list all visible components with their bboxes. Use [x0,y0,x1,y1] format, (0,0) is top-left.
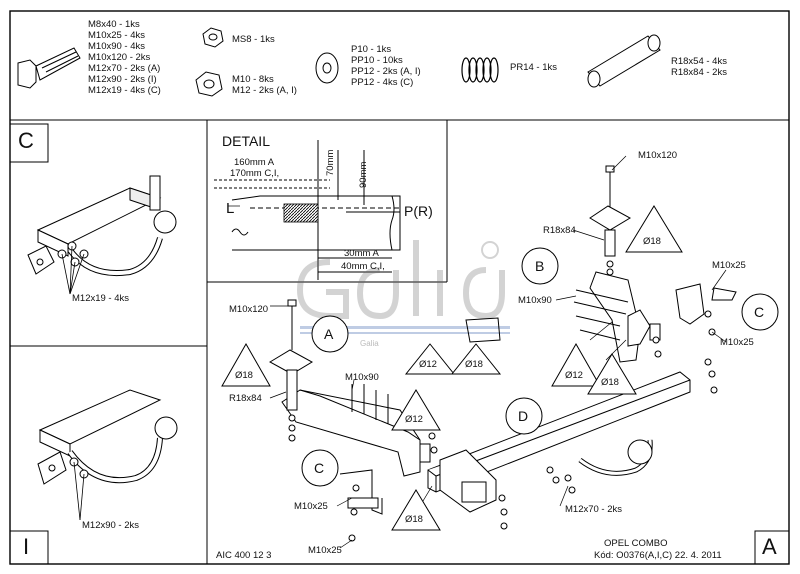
watermark-bars [300,326,510,334]
label-d18: Ø18 [601,377,619,388]
sheet-letter: A [762,534,777,559]
variant-c-bolt-label: M12x19 - 4ks [72,293,130,304]
bolt-item: M12x70 - 2ks (A) [88,63,161,74]
variant-c-drawing [27,175,177,276]
washer-item: P10 - 1ks [351,44,392,55]
car-model: OPEL COMBO [604,538,668,549]
detail-title: DETAIL [222,133,270,149]
label-d12: Ø12 [405,414,423,425]
label-m10x25-c1: M10x25 [294,501,328,512]
washer-item: PP12 - 2ks (A, I) [351,66,421,77]
bolt-item: M12x90 - 2ks (I) [88,74,157,85]
bolt-list: M8x40 - 1ks M10x25 - 4ks M10x90 - 4ks M1… [88,19,161,96]
label-d18: Ø18 [643,236,661,247]
variant-i-bolt-label: M12x90 - 2ks [82,520,140,531]
label-m10x120-left: M10x120 [229,304,269,315]
bolt-item: M8x40 - 1ks [88,19,140,30]
variant-c-letter: C [18,128,34,153]
label-d12: Ø12 [419,359,437,370]
drawing-code: AIC 400 12 3 [216,550,272,561]
tube-item: R18x54 - 4ks [671,56,727,67]
washer-item: PP12 - 4ks (C) [351,77,414,88]
label-m10x90-right: M10x90 [518,295,552,306]
nut-item: M10 - 8ks [232,74,274,85]
label-r18x84-right: R18x84 [543,225,576,236]
diameter-triangles [221,205,683,531]
bolt-item: M10x25 - 4ks [88,30,146,41]
label-d18: Ø18 [465,359,483,370]
detail-dim-90: 90mm [358,161,369,188]
spring-icon [461,57,499,83]
label-m12x70: M12x70 - 2ks [565,504,623,515]
nut-item: M12 - 2ks (A, I) [232,85,297,96]
label-m10x25-c2: M10x25 [308,545,342,556]
spring-label: PR14 - 1ks [510,62,557,73]
galia-watermark [296,240,505,320]
washer-item: PP10 - 10ks [351,55,403,66]
variant-i-letter: I [23,534,30,559]
nut-ms8-label: MS8 - 1ks [232,34,275,45]
callout-c-left: C [314,460,325,476]
callout-d: D [518,408,529,424]
nut-ms8-icon [202,27,224,48]
outer-frame [9,10,790,565]
callout-a: A [324,326,334,342]
callout-b: B [535,258,545,274]
detail-dim-40: 40mm C,I, [341,261,385,272]
brand-text: Galia [360,339,379,348]
washer-list: P10 - 1ks PP10 - 10ks PP12 - 2ks (A, I) … [351,44,421,88]
bolt-item: M12x19 - 4ks (C) [88,85,161,96]
label-r18x84-left: R18x84 [229,393,262,404]
detail-dim-30: 30mm A [344,248,379,259]
detail-dim-70: 70mm [325,149,336,176]
label-m10x90-left: M10x90 [345,372,379,383]
tube-icon [587,34,661,88]
label-m10x25-right: M10x25 [720,337,754,348]
label-d12: Ø12 [565,370,583,381]
tube-list: R18x54 - 4ks R18x84 - 2ks [671,56,727,78]
label-m10x25-top: M10x25 [712,260,746,271]
label-m10x120-right: M10x120 [638,150,678,161]
bolt-item: M10x120 - 2ks [88,52,151,63]
tube-item: R18x84 - 2ks [671,67,727,78]
detail-dim-ci: 170mm C,I, [230,168,280,179]
callout-c-right: C [754,304,765,320]
nut-list: M10 - 8ks M12 - 2ks (A, I) [232,74,297,96]
bolt-icon [17,47,81,89]
main-assembly [268,165,737,542]
variant-i-drawing [37,389,178,485]
nut-m10-icon [195,71,223,97]
detail-left-label: L [226,200,235,217]
callout-circles [301,247,779,487]
detail-dim-a: 160mm A [234,157,275,168]
washer-icon [315,52,339,84]
bolt-item: M10x90 - 4ks [88,41,146,52]
drawing-kod: Kód: O0376(A,I,C) 22. 4. 2011 [594,550,722,561]
detail-right-label: P(R) [404,203,433,219]
label-d18: Ø18 [235,370,253,381]
label-d18: Ø18 [405,514,423,525]
